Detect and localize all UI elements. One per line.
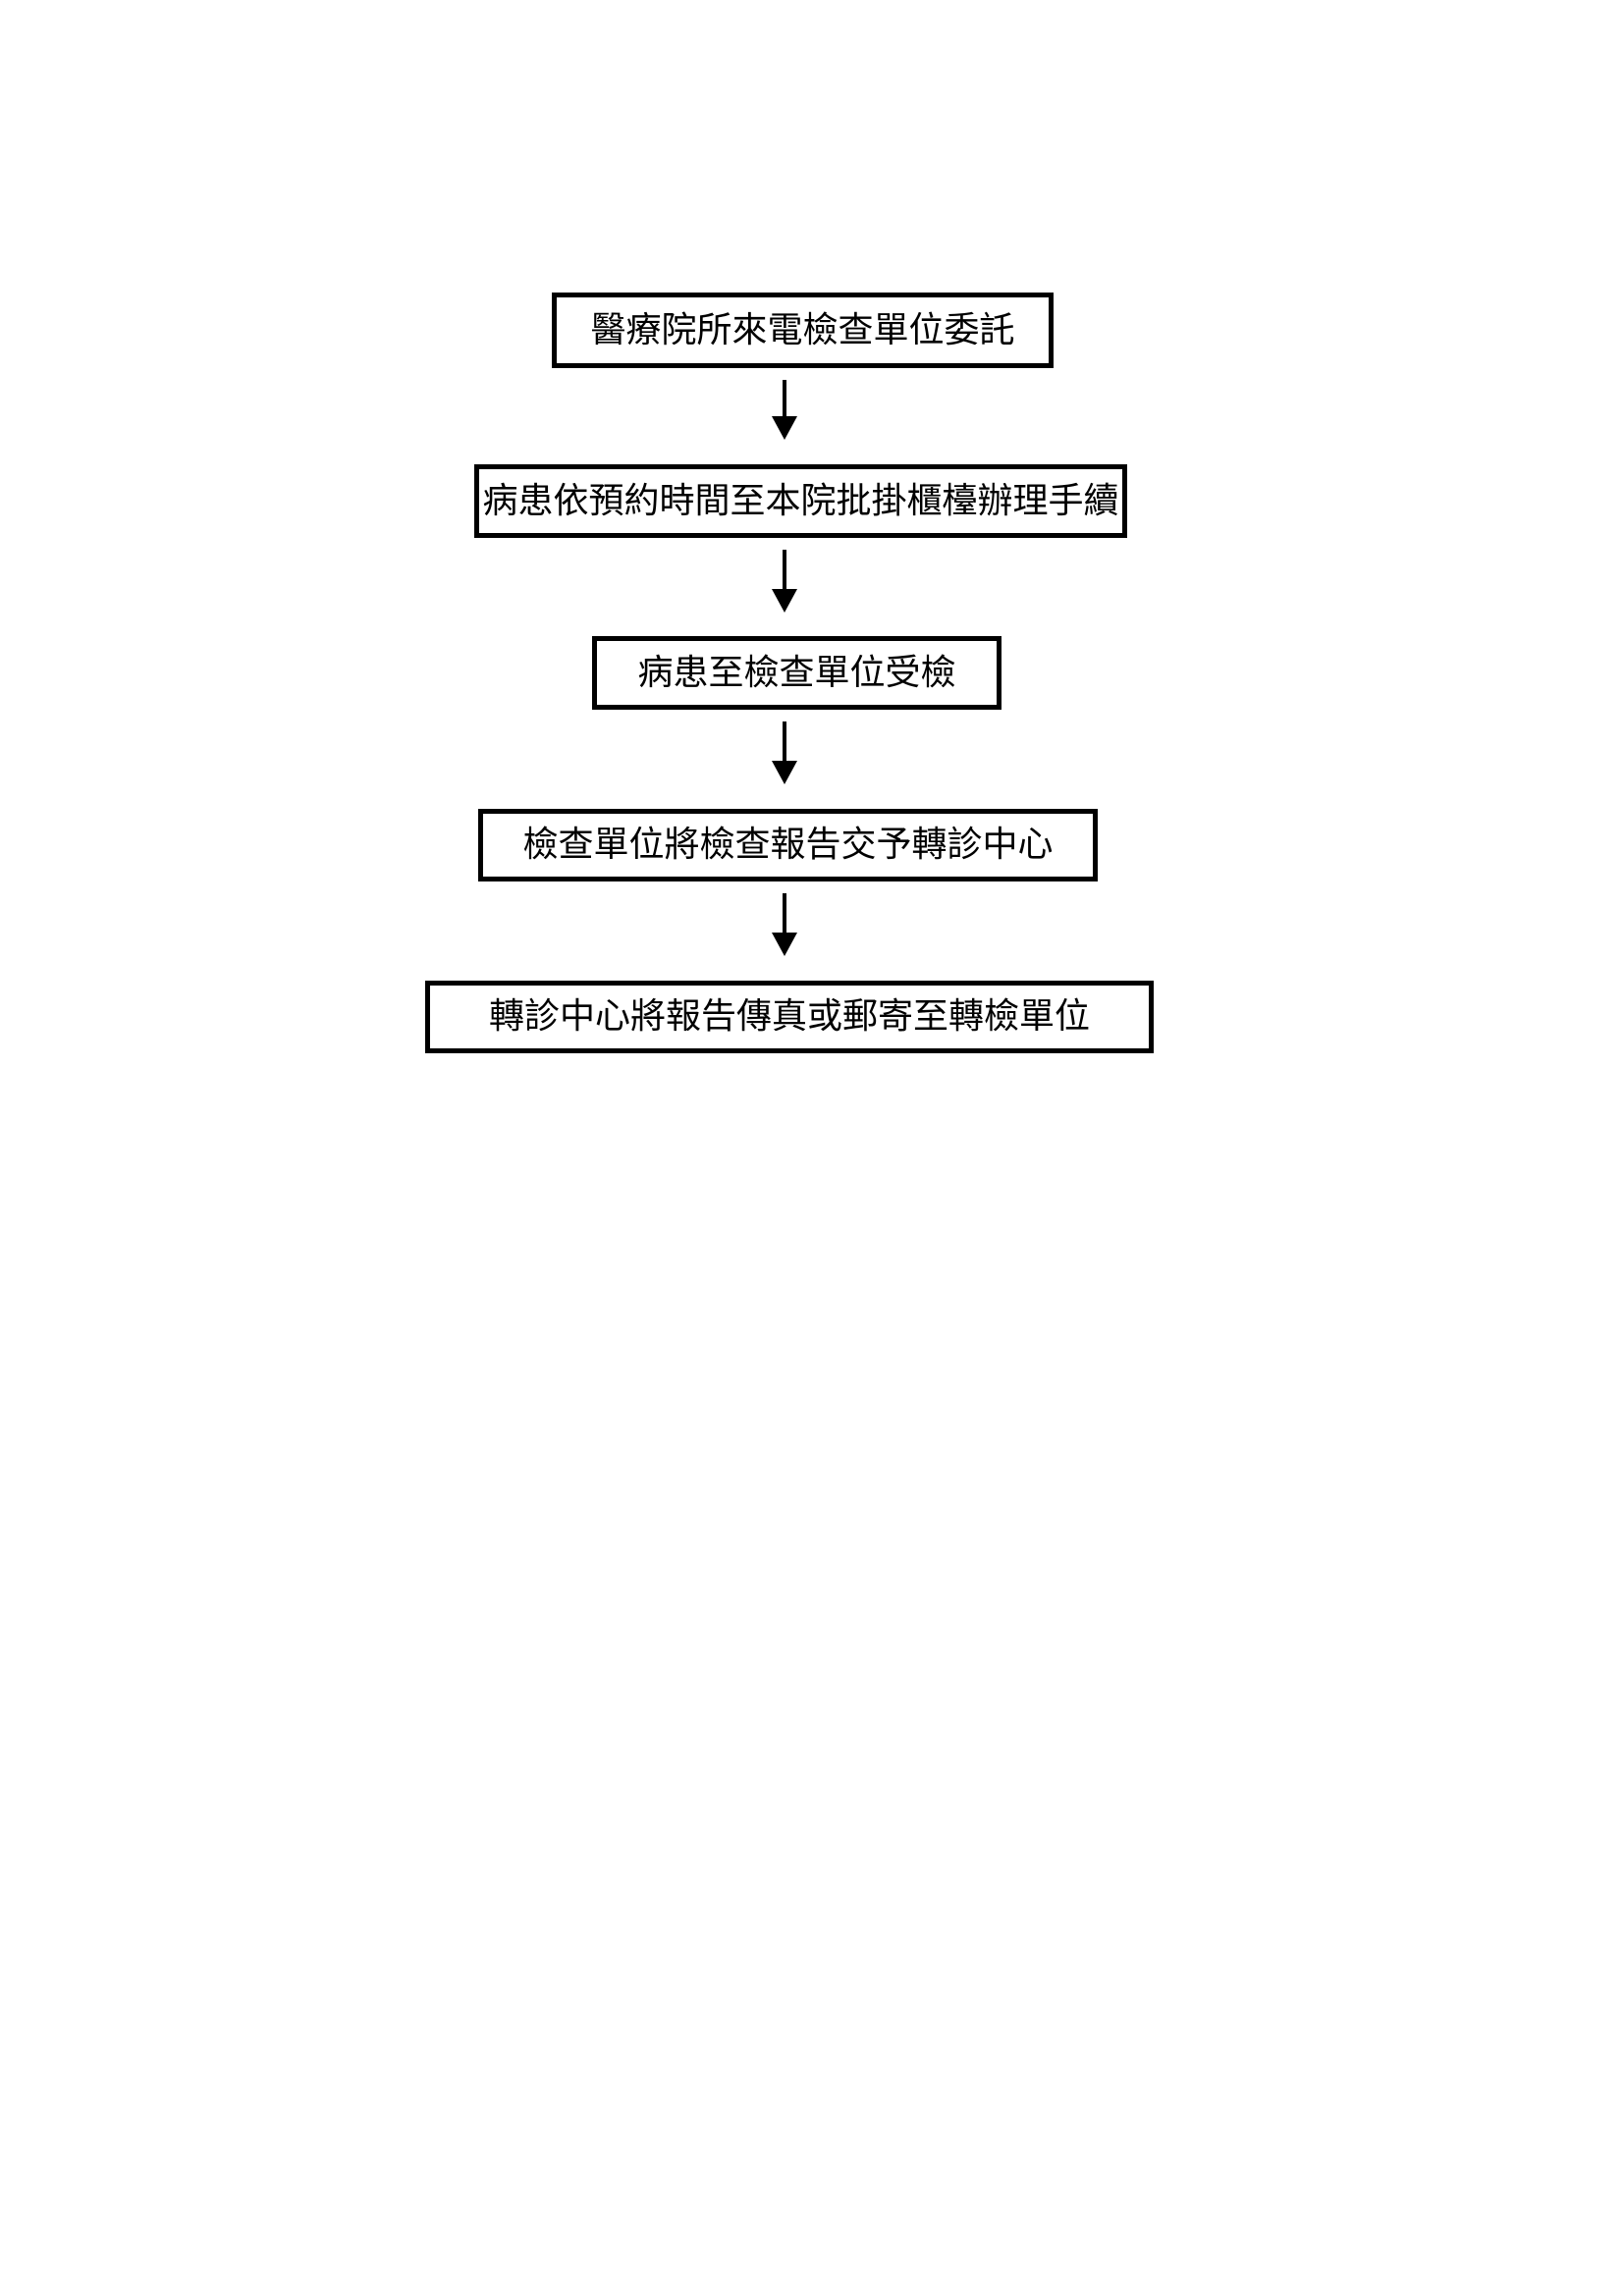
flow-step-report-to-referral-center: 檢查單位將檢查報告交予轉診中心 bbox=[478, 809, 1098, 881]
flow-step-examination: 病患至檢查單位受檢 bbox=[592, 636, 1001, 710]
arrow-head bbox=[772, 761, 797, 784]
arrow-down-icon bbox=[772, 380, 797, 440]
flow-step-label: 病患至檢查單位受檢 bbox=[637, 652, 956, 693]
flow-step-label: 檢查單位將檢查報告交予轉診中心 bbox=[522, 825, 1054, 865]
flow-step-registration: 病患依預約時間至本院批掛櫃檯辦理手續 bbox=[474, 464, 1127, 538]
flow-step-label: 醫療院所來電檢查單位委託 bbox=[590, 309, 1015, 350]
flow-step-label: 病患依預約時間至本院批掛櫃檯辦理手續 bbox=[482, 480, 1119, 521]
flow-step-label: 轉診中心將報告傳真或郵寄至轉檢單位 bbox=[488, 996, 1090, 1037]
arrow-stem bbox=[783, 380, 786, 416]
arrow-head bbox=[772, 416, 797, 440]
arrow-head bbox=[772, 933, 797, 956]
arrow-stem bbox=[783, 550, 786, 589]
arrow-down-icon bbox=[772, 893, 797, 956]
arrow-stem bbox=[783, 721, 786, 761]
arrow-head bbox=[772, 589, 797, 613]
flow-step-phone-request: 醫療院所來電檢查單位委託 bbox=[552, 293, 1054, 368]
arrow-down-icon bbox=[772, 550, 797, 613]
arrow-down-icon bbox=[772, 721, 797, 784]
arrow-stem bbox=[783, 893, 786, 933]
flow-step-send-report: 轉診中心將報告傳真或郵寄至轉檢單位 bbox=[425, 981, 1154, 1053]
